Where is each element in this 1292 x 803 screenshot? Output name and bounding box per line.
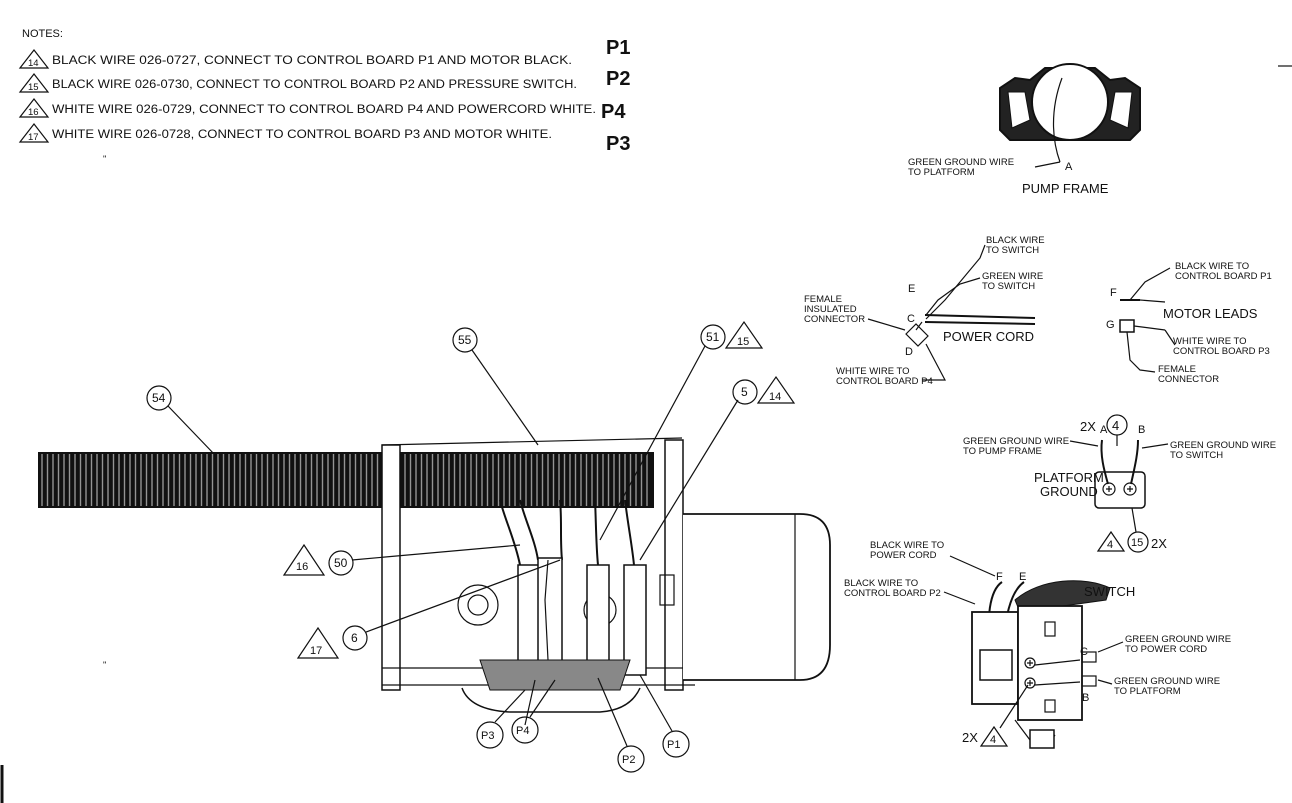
pg-left-1: GREEN GROUND WIRE (963, 436, 1069, 447)
sw-black-cb-1: BLACK WIRE TO (844, 578, 918, 589)
note-16: 16 WHITE WIRE 026-0729, CONNECT TO CONTR… (18, 98, 626, 123)
pc-point-d: D (905, 346, 913, 358)
pg-title-1: PLATFORM (1034, 470, 1104, 485)
notes-block: NOTES: 14 BLACK WIRE 026-0727, CONNECT T… (18, 28, 630, 155)
pg-qty-top: 2X (1080, 419, 1096, 434)
pc-black-wire-2: TO SWITCH (986, 245, 1039, 256)
pump-wire-label-2: TO PLATFORM (908, 167, 975, 178)
pc-female-1: FEMALE (804, 294, 842, 305)
power-cord-title: POWER CORD (943, 329, 1034, 344)
sw-black-cb-2: CONTROL BOARD P2 (844, 588, 941, 599)
sw-green-pl-1: GREEN GROUND WIRE (1114, 676, 1220, 687)
motor-leads-figure: F G BLACK WIRE TO CONTROL BOARD P1 MOTOR… (1106, 261, 1272, 385)
sw-green-pc-1: GREEN GROUND WIRE (1125, 634, 1231, 645)
ml-black-1: BLACK WIRE TO (1175, 261, 1249, 272)
pg-callout-top: 4 (1112, 418, 1119, 433)
pc-female-3: CONNECTOR (804, 314, 865, 325)
ml-point-f: F (1110, 287, 1117, 299)
platform-ground-figure: 2X 4 A B GREEN GROUND WIRE TO PUMP FRAME… (963, 414, 1276, 553)
sw-callout: 4 (990, 734, 996, 746)
sw-point-c: C (1080, 646, 1088, 658)
sw-green-pl-2: TO PLATFORM (1114, 686, 1181, 697)
pg-right-1: GREEN GROUND WIRE (1170, 440, 1276, 451)
pump-frame-title: PUMP FRAME (1022, 181, 1109, 196)
pg-title-2: GROUND (1040, 484, 1098, 499)
note-tag: P3 (606, 133, 630, 155)
pg-left-2: TO PUMP FRAME (963, 446, 1042, 457)
pc-green-wire-1: GREEN WIRE (982, 271, 1043, 282)
sw-green-pc-2: TO POWER CORD (1125, 644, 1207, 655)
corrugated-hose (38, 452, 654, 508)
sw-point-e: E (1019, 571, 1026, 583)
callout-5: 5 (741, 385, 748, 399)
sw-black-pc-2: POWER CORD (870, 550, 937, 561)
pc-black-wire-1: BLACK WIRE (986, 235, 1045, 246)
sw-qty: 2X (962, 730, 978, 745)
pump-frame-figure: A GREEN GROUND WIRE TO PLATFORM PUMP FRA… (908, 63, 1141, 196)
pg-callout-b2: 15 (1131, 537, 1143, 549)
switch-title: SWITCH (1084, 584, 1135, 599)
sw-point-f: F (996, 571, 1003, 583)
ml-black-2: CONTROL BOARD P1 (1175, 271, 1272, 282)
note-14: 14 BLACK WIRE 026-0727, CONNECT TO CONTR… (18, 37, 630, 69)
pc-white-wire-1: WHITE WIRE TO (836, 366, 910, 377)
note-num: 14 (28, 58, 39, 69)
callout-55: 55 (458, 333, 472, 347)
callout-p4: P4 (516, 725, 529, 737)
pg-right-2: TO SWITCH (1170, 450, 1223, 461)
callout-p2: P2 (622, 754, 635, 766)
ml-white-2: CONTROL BOARD P3 (1173, 346, 1270, 357)
note-tag: P4 (601, 101, 626, 123)
pg-point-b: B (1138, 424, 1145, 436)
pc-green-wire-2: TO SWITCH (982, 281, 1035, 292)
ml-point-g: G (1106, 319, 1115, 331)
callout-p1: P1 (667, 739, 680, 751)
note-tag: P1 (606, 37, 630, 59)
callout-p3: P3 (481, 730, 494, 742)
pg-point-a: A (1100, 424, 1108, 436)
stray-mark: " (103, 660, 106, 671)
ml-white-1: WHITE WIRE TO (1173, 336, 1247, 347)
pc-female-2: INSULATED (804, 304, 857, 315)
tri-15: 15 (737, 336, 749, 348)
note-text: WHITE WIRE 026-0729, CONNECT TO CONTROL … (52, 104, 596, 116)
ml-female-1: FEMALE (1158, 364, 1196, 375)
sw-point-b: B (1082, 692, 1089, 704)
note-num: 17 (28, 132, 39, 143)
pg-qty-bottom: 2X (1151, 536, 1167, 551)
switch-figure: BLACK WIRE TO POWER CORD BLACK WIRE TO C… (844, 540, 1231, 749)
tri-16: 16 (296, 561, 308, 573)
callout-51: 51 (706, 330, 720, 344)
sw-black-pc-1: BLACK WIRE TO (870, 540, 944, 551)
tri-17: 17 (310, 645, 322, 657)
pc-point-c: C (907, 313, 915, 325)
note-17: 17 WHITE WIRE 026-0728, CONNECT TO CONTR… (18, 123, 630, 155)
callout-50: 50 (334, 556, 348, 570)
ml-female-2: CONNECTOR (1158, 374, 1219, 385)
callout-54: 54 (152, 391, 166, 405)
pg-callout-b1: 4 (1107, 539, 1113, 551)
notes-header: NOTES: (22, 28, 63, 40)
tri-14: 14 (769, 391, 781, 403)
motor-leads-title: MOTOR LEADS (1163, 306, 1258, 321)
note-num: 15 (28, 82, 39, 93)
power-cord-figure: E C D BLACK WIRE TO SWITCH GREEN WIRE TO… (804, 235, 1045, 387)
note-text: WHITE WIRE 026-0728, CONNECT TO CONTROL … (52, 129, 552, 141)
note-num: 16 (28, 107, 39, 118)
note-15: 15 BLACK WIRE 026-0730, CONNECT TO CONTR… (18, 68, 630, 93)
pump-wire-label-1: GREEN GROUND WIRE (908, 157, 1014, 168)
note-tag: P2 (606, 68, 630, 90)
stray-mark: " (103, 154, 106, 165)
pc-white-wire-2: CONTROL BOARD P4 (836, 376, 933, 387)
point-a: A (1065, 161, 1073, 173)
pc-point-e: E (908, 283, 915, 295)
main-assembly: 54 55 51 15 5 14 16 50 17 6 P3 (38, 320, 831, 773)
note-text: BLACK WIRE 026-0727, CONNECT TO CONTROL … (52, 55, 572, 67)
note-text: BLACK WIRE 026-0730, CONNECT TO CONTROL … (52, 79, 577, 91)
callout-6: 6 (351, 631, 358, 645)
